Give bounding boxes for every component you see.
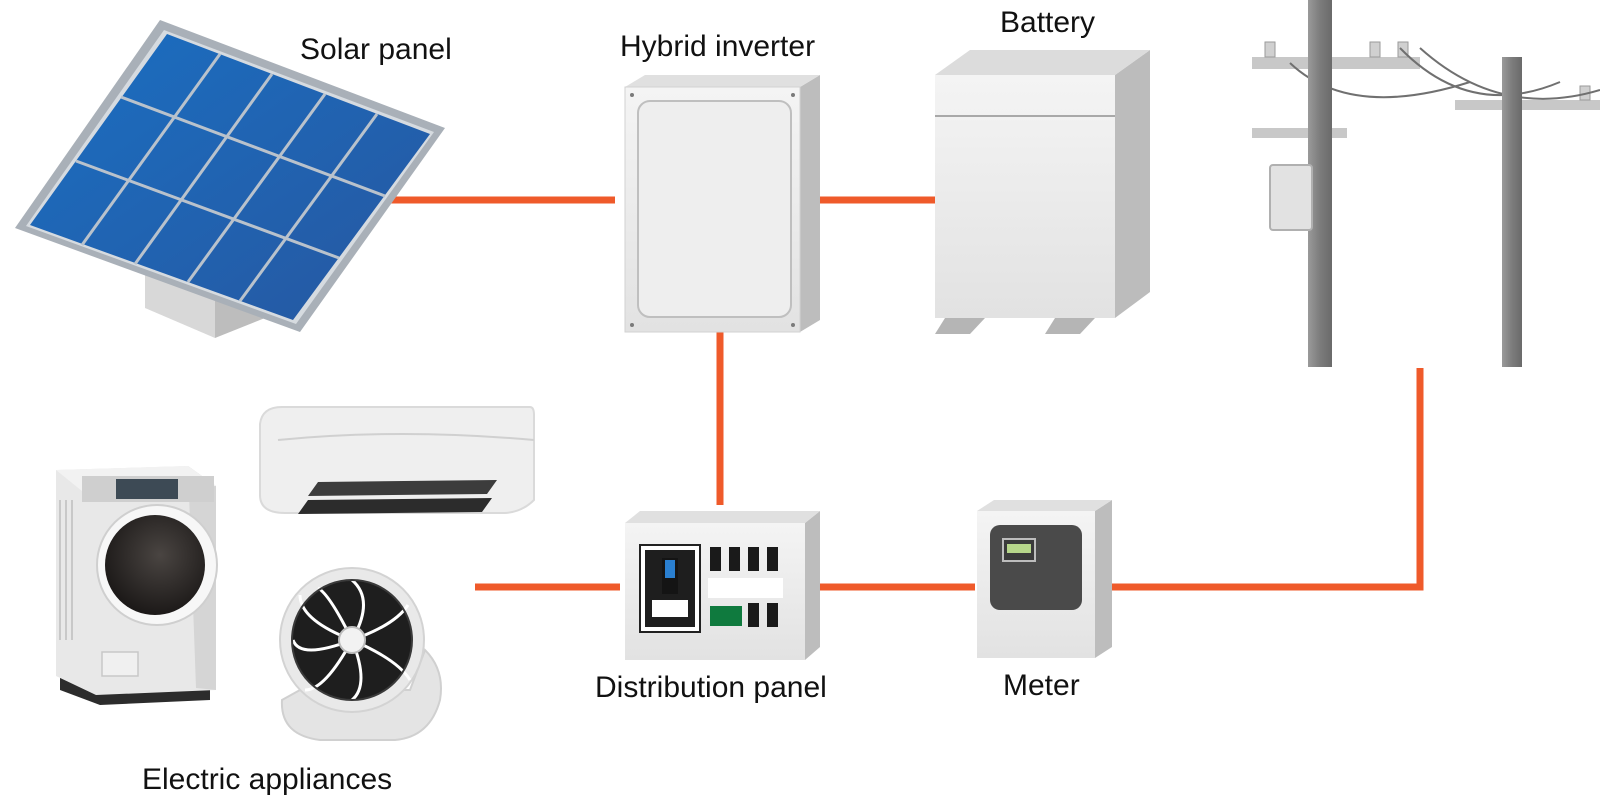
- hybrid-inverter-icon: [624, 75, 820, 333]
- line-meter-grid: [1110, 368, 1424, 591]
- connection-lines: [390, 196, 1424, 591]
- meter-icon: [977, 500, 1112, 658]
- battery-icon: [935, 50, 1150, 334]
- solar-panel-icon: [15, 20, 445, 338]
- utility-pole-icon: [1252, 0, 1600, 367]
- label-solar-panel: Solar panel: [300, 33, 452, 66]
- label-distribution-panel: Distribution panel: [595, 671, 827, 704]
- fan-icon: [279, 567, 442, 741]
- label-electric-appliances: Electric appliances: [142, 763, 393, 796]
- air-conditioner-icon: [259, 406, 535, 514]
- washing-machine-icon: [56, 466, 218, 705]
- distribution-panel-icon: [625, 511, 820, 660]
- label-battery: Battery: [1000, 6, 1096, 39]
- label-hybrid-inverter: Hybrid inverter: [620, 30, 816, 63]
- label-meter: Meter: [1003, 669, 1080, 702]
